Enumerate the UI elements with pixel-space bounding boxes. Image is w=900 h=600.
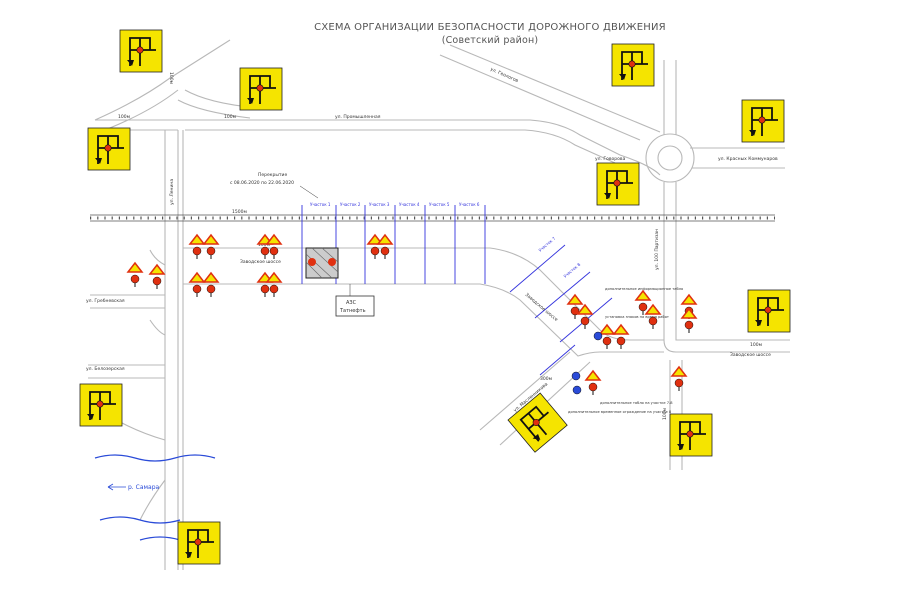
road-sign [189,234,205,260]
detour-sign-panel [239,67,283,111]
railway [90,214,775,222]
section-label: Участок 2 [340,202,361,207]
detour-sign-panel [79,383,123,427]
street-label: ул. Промышленная [335,114,381,120]
road-sign [567,294,583,320]
street-label: ул. Ленина [169,179,175,205]
info-sign [571,371,581,381]
street-label: ул. Красных Коммунаров [718,156,778,162]
street-label: ул. Гребневская [86,298,125,304]
street-label: ул. Белозерская [86,366,125,372]
road-sign [257,272,273,298]
section-label: Участок 8 [562,261,581,278]
distance-label: 100м [168,72,174,84]
distance-label: 300м [540,376,552,382]
info-sign [572,385,582,395]
detour-sign-panel [741,99,785,143]
street-label: Заводское шоссе [524,292,559,323]
road-sign [189,272,205,298]
road-sign [367,234,383,260]
distance-label: 100м [118,114,130,120]
street-label: ул. 100 Партизан [654,229,660,270]
detour-sign-panel [177,521,221,565]
road-sign [266,272,282,298]
road-sign [127,262,143,288]
section-label: Участок 1 [310,202,331,207]
road-sign [681,308,697,334]
section-label: Участок 6 [459,202,480,207]
river-label: р. Самара [128,484,160,491]
azs-brand: Татнефть [339,308,366,314]
azs-building [335,284,375,317]
street-label: ул. Геологов [489,66,519,84]
road-sign [203,272,219,298]
detour-sign-panel [747,289,791,333]
scheme-title: СХЕМА ОРГАНИЗАЦИИ БЕЗОПАСНОСТИ ДОРОЖНОГО… [314,22,666,33]
azs-label: АЗС [346,300,357,306]
closure-dates: с 08.06.2020 по 22.06.2020 [230,180,294,186]
road-sign [671,366,687,392]
roads [88,39,790,570]
detour-sign-panel [611,43,655,87]
closure-zone [305,247,339,279]
distance-label: 100м [258,242,270,248]
detour-sign-panel [669,413,713,457]
road-sign [377,234,393,260]
closure-label: Перекрытие [258,172,287,178]
road-sign [613,324,629,350]
distance-label: 1500м [232,209,247,215]
detour-sign-panel [596,162,640,206]
info-sign [593,331,603,341]
section-labels: Участок 1 Участок 2 Участок 3 Участок 4 … [310,202,582,279]
note-text: установка знаков на время работ [605,315,669,319]
note-text: дополнительное временное ограждение на у… [568,410,672,414]
distance-label: 100м [662,408,668,420]
note-text: дополнительное табло на участке 7-8 [600,401,673,405]
scheme-subtitle: (Советский район) [441,35,539,46]
road-sign [149,264,165,290]
street-label: Заводское шоссе [240,259,281,265]
detour-sign-panel [87,127,131,171]
distance-label: 100м [750,342,762,348]
section-label: Участок 7 [537,235,556,252]
section-label: Участок 3 [369,202,390,207]
detour-sign-panel [507,392,569,454]
work-sections [301,205,613,376]
road-sign [585,370,601,396]
detour-sign-panel [119,29,163,73]
sign-panels [79,29,791,565]
section-label: Участок 5 [429,202,450,207]
note-text: дополнительное информационное табло [605,287,683,291]
distance-label: 100м [224,114,236,120]
section-label: Участок 4 [399,202,420,207]
street-label: Заводское шоссе [730,352,771,358]
street-label: ул. Говорова [595,156,626,162]
road-sign [203,234,219,260]
